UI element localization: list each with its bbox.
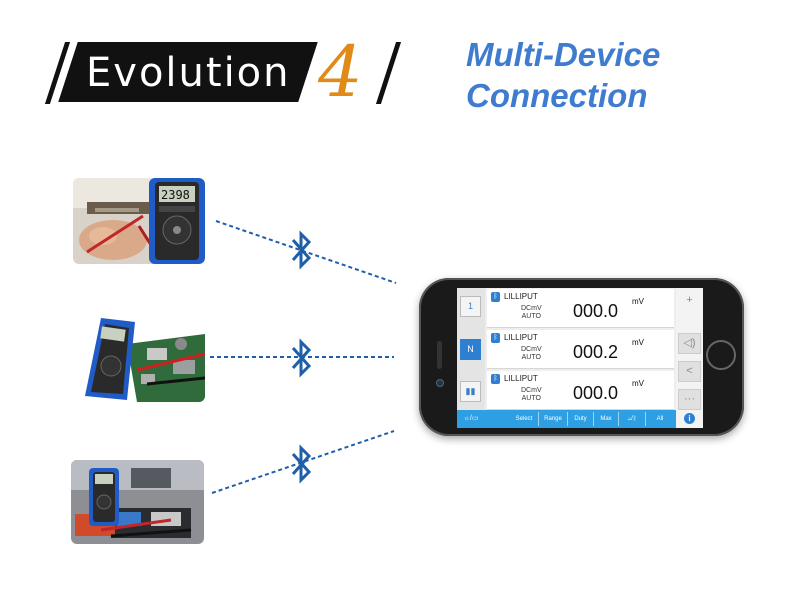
speaker-icon[interactable]: ◁)	[678, 333, 701, 354]
toolbar-divider	[618, 412, 619, 426]
multimeter-photo-2	[77, 314, 205, 402]
title-line-1: Multi-Device	[466, 36, 661, 73]
toolbar-alarm-bluetooth-icon[interactable]: △/ᛒ	[627, 416, 637, 422]
toolbar-divider	[645, 412, 646, 426]
toolbar-divider	[538, 412, 539, 426]
device-unit: mV	[632, 379, 644, 388]
light-toggle-icon[interactable]: ☼/▭	[457, 410, 485, 428]
bluetooth-icon: ᛒ	[491, 292, 500, 302]
device-reading: 000.0	[573, 383, 619, 403]
evolution-number: 4	[318, 31, 363, 113]
device-unit: mV	[632, 297, 644, 306]
phone-home-button[interactable]	[706, 340, 736, 370]
page-title: Multi-Device Connection	[466, 34, 660, 116]
device-reading: 000.0	[573, 301, 619, 321]
multi-view-icon[interactable]: N	[460, 339, 481, 360]
info-icon[interactable]: i	[684, 413, 695, 424]
toolbar-divider	[567, 412, 568, 426]
device-name: LILLIPUT	[504, 333, 538, 342]
evolution-text: Evolution	[86, 50, 291, 96]
share-icon[interactable]: <	[678, 361, 701, 382]
phone-camera-icon	[436, 379, 444, 387]
app-toolbar	[485, 410, 703, 428]
bluetooth-icon: ᛒ	[491, 333, 500, 343]
bluetooth-icon	[291, 338, 312, 378]
device-name: LILLIPUT	[504, 292, 538, 301]
toolbar-select-button[interactable]: Select	[515, 416, 533, 422]
multimeter-photo-3	[71, 460, 204, 544]
toolbar-duty-button[interactable]: Duty	[574, 416, 587, 422]
device-row[interactable]: ᛒ LILLIPUT DCmV AUTO 000.0 mV	[487, 371, 674, 410]
device-reading: 000.2	[573, 342, 619, 362]
device-mode: DCmV AUTO	[521, 387, 542, 402]
device-mode: DCmV AUTO	[521, 305, 542, 320]
toolbar-divider	[593, 412, 594, 426]
chart-view-icon[interactable]: ▮▮	[460, 381, 481, 402]
toolbar-max-button[interactable]: Max	[600, 416, 612, 422]
toolbar-all-button[interactable]: All	[656, 416, 664, 422]
device-row[interactable]: ᛒ LILLIPUT DCmV AUTO 000.0 mV	[487, 289, 674, 328]
toolbar-range-button[interactable]: Range	[544, 416, 562, 422]
device-mode: DCmV AUTO	[521, 346, 542, 361]
multimeter-photo-1: 2398	[73, 178, 205, 264]
add-icon[interactable]: +	[678, 290, 701, 311]
bluetooth-icon	[291, 444, 312, 484]
bluetooth-icon: ᛒ	[491, 374, 500, 384]
more-icon[interactable]: ···	[678, 389, 701, 410]
device-name: LILLIPUT	[504, 374, 538, 383]
device-row[interactable]: ᛒ LILLIPUT DCmV AUTO 000.2 mV	[487, 330, 674, 369]
device-unit: mV	[632, 338, 644, 347]
phone-speaker	[437, 341, 442, 369]
single-view-icon[interactable]: 1	[460, 296, 481, 317]
bluetooth-icon	[291, 230, 312, 270]
svg-text:2398: 2398	[161, 188, 190, 202]
title-line-2: Connection	[466, 77, 648, 114]
